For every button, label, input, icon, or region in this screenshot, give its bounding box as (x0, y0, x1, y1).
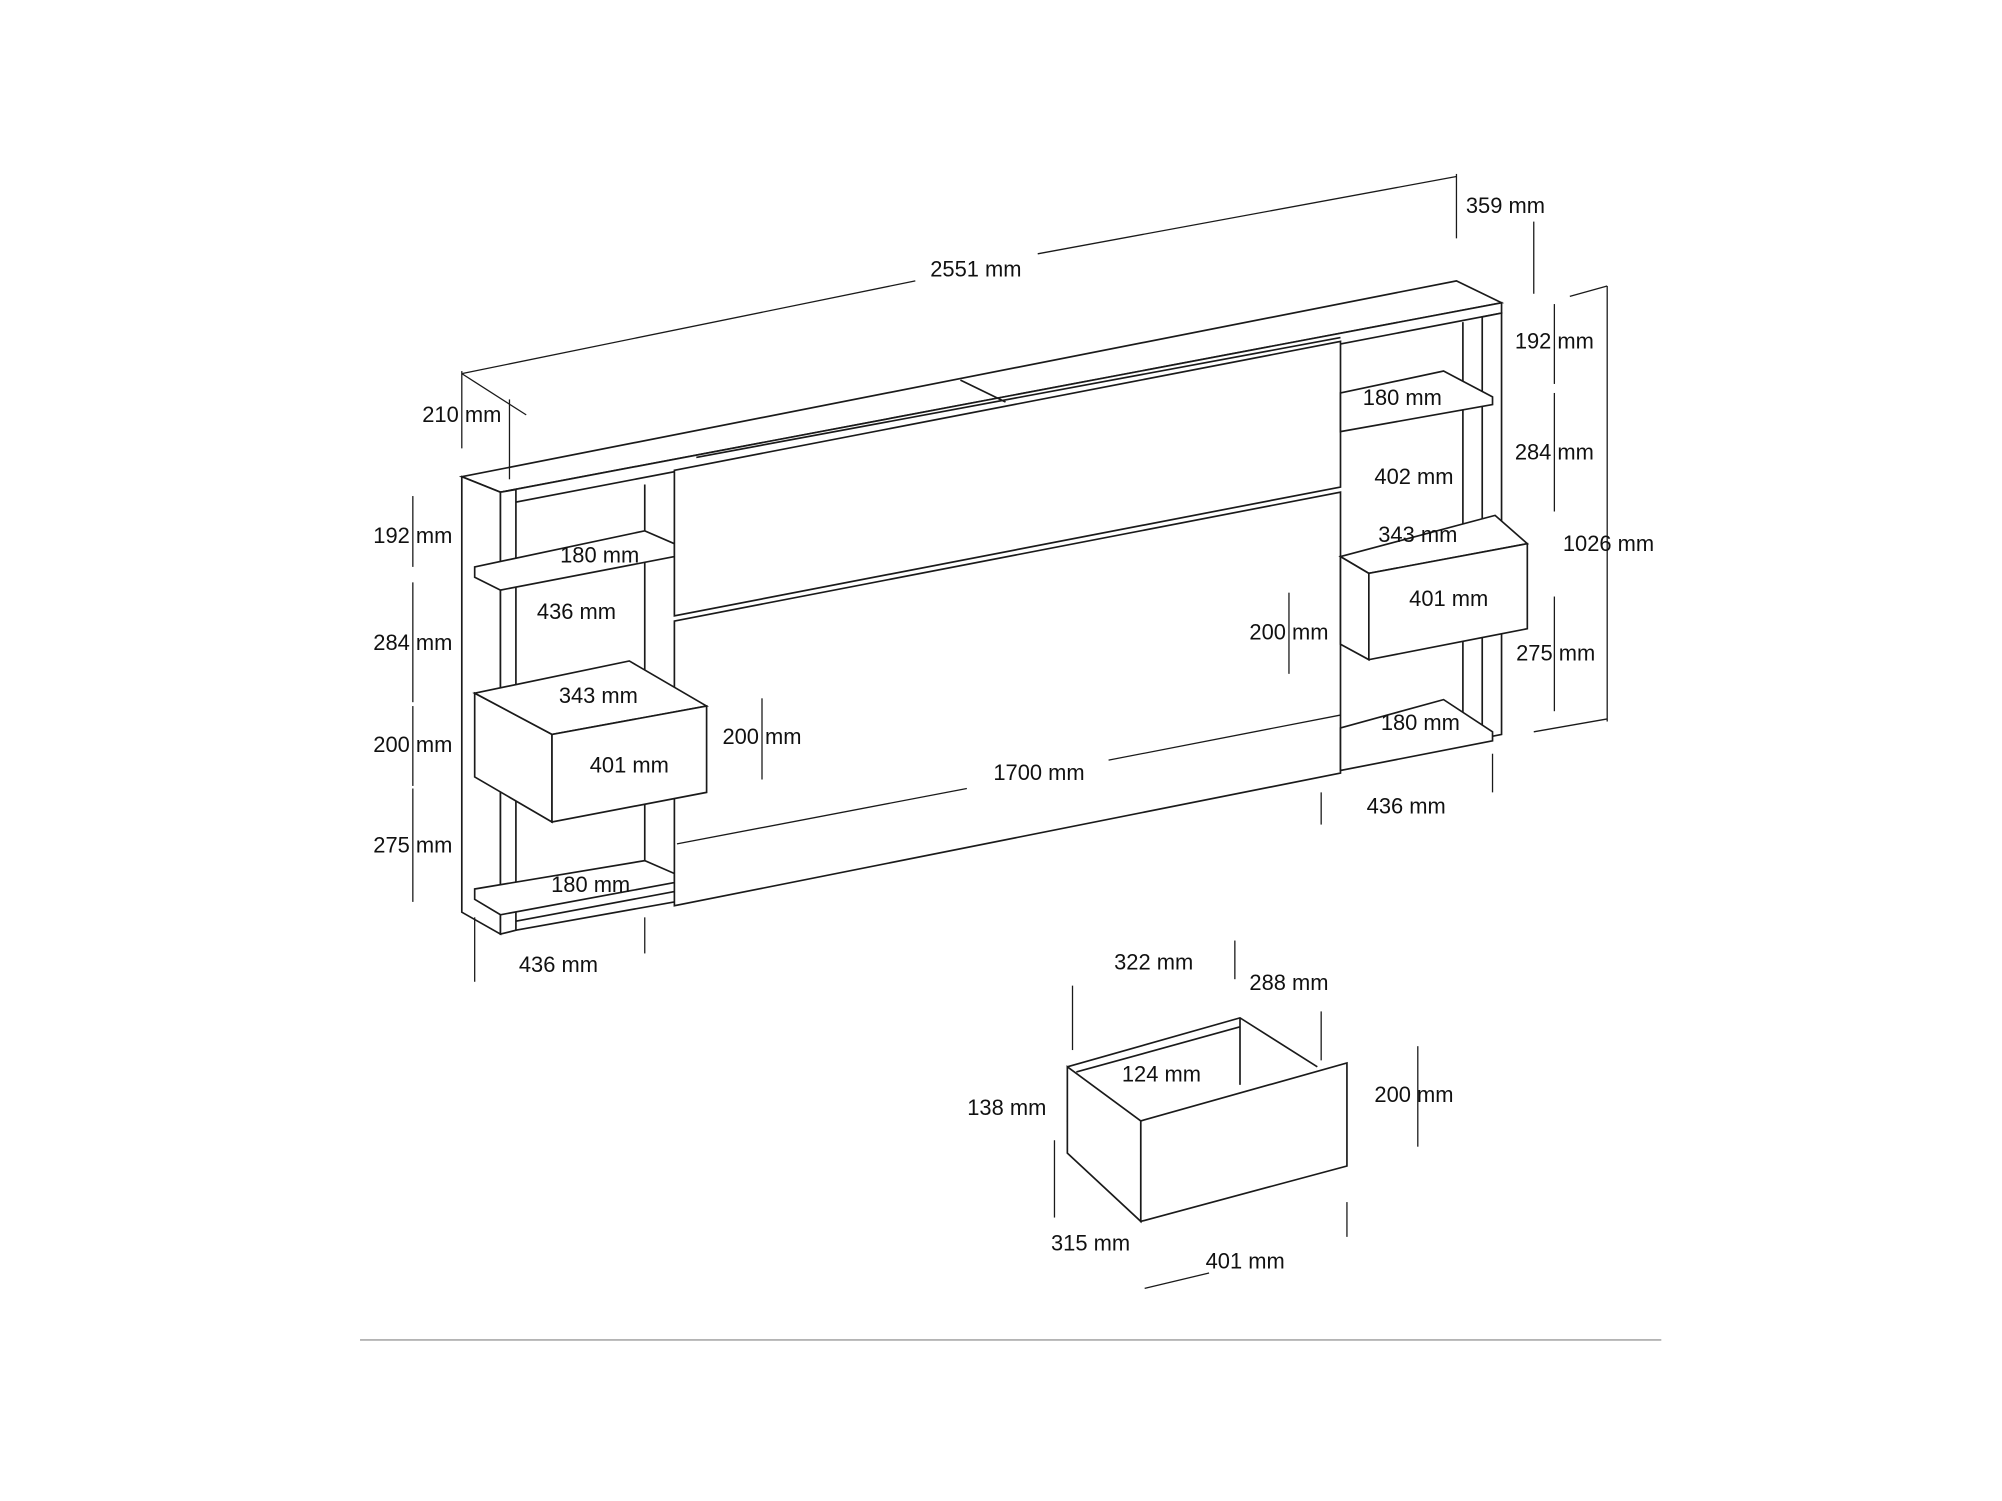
label-drawer-inner-height: 124 mm (1122, 1062, 1201, 1087)
label-right-offset: 402 mm (1374, 464, 1453, 489)
lower-headboard-panel (673, 491, 1342, 907)
label-right-drawer-width: 401 mm (1409, 586, 1488, 611)
label-right-top-gap: 192 mm (1515, 328, 1594, 353)
label-right-bottom-width: 436 mm (1367, 794, 1446, 819)
label-left-bottom-width: 436 mm (519, 952, 598, 977)
drawer-detail (1053, 940, 1419, 1290)
label-top-depth: 210 mm (422, 402, 501, 427)
label-right-shelf-depth: 180 mm (1363, 385, 1442, 410)
label-overall-width: 2551 mm (930, 256, 1021, 281)
headboard-rail (696, 336, 1341, 459)
label-left-drawer-depth: 343 mm (559, 683, 638, 708)
right-drawer-front (1368, 542, 1529, 661)
label-right-drawer-height: 200 mm (1249, 620, 1328, 645)
label-left-drawer-width: 401 mm (590, 752, 669, 777)
label-left-drawer-height-side: 200 mm (373, 732, 452, 757)
label-panel-width: 1700 mm (993, 760, 1084, 785)
label-right-bottom-shelf: 180 mm (1381, 710, 1460, 735)
left-drawer-front (551, 705, 708, 824)
left-bottom-board-edge (515, 901, 675, 932)
label-drawer-inner-depth: 288 mm (1249, 970, 1328, 995)
label-drawer-front-height: 200 mm (1374, 1082, 1453, 1107)
upper-headboard-panel (673, 340, 1342, 617)
label-left-top-gap: 192 mm (373, 523, 452, 548)
label-drawer-side-height: 138 mm (967, 1095, 1046, 1120)
label-drawer-front-width: 401 mm (1206, 1248, 1285, 1273)
label-left-shelf-depth: 180 mm (560, 542, 639, 567)
right-top-shelf (1339, 370, 1494, 433)
label-right-bottom-gap: 275 mm (1516, 640, 1595, 665)
right-drawer-side (1339, 555, 1370, 662)
dimension-labels: 2551 mm 359 mm 210 mm 192 mm 180 mm 436 … (373, 193, 1654, 1273)
drawer-detail-front (1139, 1061, 1348, 1223)
dimension-lines (412, 173, 1608, 982)
headboard-unit (458, 279, 1530, 936)
drawer-detail-back (1067, 1016, 1318, 1068)
label-drawer-inner-width: 322 mm (1114, 950, 1193, 975)
top-joint (960, 379, 1006, 403)
label-left-bottom-shelf: 180 mm (551, 872, 630, 897)
label-right-gap-mid: 284 mm (1515, 439, 1594, 464)
label-drawer-depth: 315 mm (1051, 1230, 1130, 1255)
label-left-shelf-width: 436 mm (537, 599, 616, 624)
label-overall-height: 1026 mm (1563, 531, 1654, 556)
left-bottom-board (515, 890, 675, 923)
label-left-gap-mid: 284 mm (373, 630, 452, 655)
label-overall-depth: 359 mm (1466, 193, 1545, 218)
label-left-bottom-gap: 275 mm (373, 832, 452, 857)
drawer-detail-side (1066, 1065, 1142, 1224)
right-bottom-shelf (1339, 698, 1494, 772)
label-right-drawer-depth: 343 mm (1378, 522, 1457, 547)
label-left-drawer-height: 200 mm (722, 724, 801, 749)
